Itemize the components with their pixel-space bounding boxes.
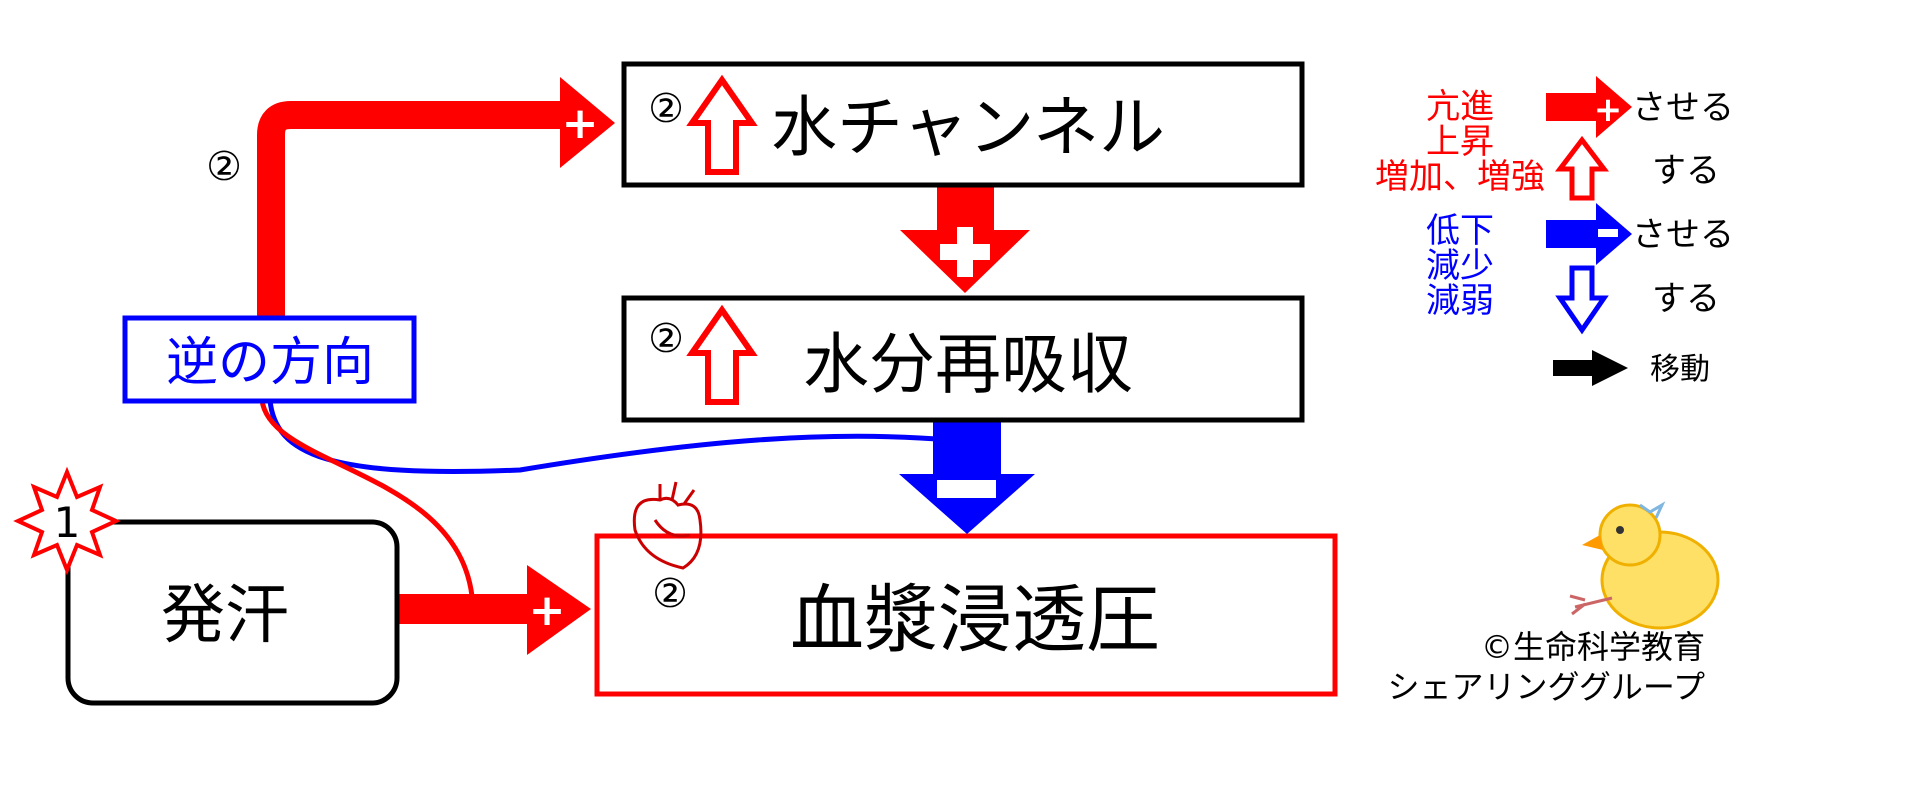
heart-icon	[632, 481, 703, 570]
box-sweating	[65, 519, 400, 706]
chick-mascot-icon	[1569, 501, 1720, 630]
legend-increase-suffix-do: する	[1652, 151, 1720, 191]
red-curve	[259, 399, 476, 611]
plus-sign-h	[940, 244, 990, 260]
red-shaft-sweat	[397, 594, 529, 624]
legend-decrease-word-2: 減少	[1426, 246, 1494, 286]
legend-decrease-word-1: 低下	[1426, 211, 1494, 251]
legend-decrease-suffix-cause: させる	[1632, 215, 1734, 255]
aquaporin-step: ②	[648, 86, 684, 132]
osmotic-label: 血漿浸透圧	[790, 577, 1160, 663]
sweating-label: 発汗	[161, 579, 289, 653]
legend-black-arrowhead	[1592, 350, 1628, 386]
plus-arrowhead-aquaporin	[560, 77, 615, 168]
legend-plus-sign: +	[1594, 90, 1623, 130]
legend-increase-suffix-cause: させる	[1632, 88, 1734, 128]
legend-minus-sign	[1598, 229, 1618, 237]
legend-blue-down-arrow	[1555, 265, 1609, 335]
start-starburst-icon	[13, 466, 121, 576]
legend-decrease-word-3: 減弱	[1426, 281, 1494, 321]
up-arrow-reabsorption	[686, 304, 758, 405]
legend: 亢進 上昇 増加、増強 + させる する 低下 減少 減弱 させる する 移動	[1375, 76, 1734, 387]
red-path-to-aquaporin	[257, 101, 565, 318]
minus-down-arrow	[899, 420, 1035, 534]
legend-increase-word-2: 上昇	[1426, 122, 1494, 162]
osmotic-step: ②	[652, 571, 688, 617]
legend-increase-word-1: 亢進	[1426, 87, 1494, 127]
legend-decrease-suffix-do: する	[1652, 279, 1720, 319]
credit-line-1: ©生命科学教育	[1481, 628, 1705, 666]
box-reverse-direction	[122, 315, 417, 404]
legend-increase-word-3: 増加、増強	[1375, 157, 1545, 197]
step-number-left-path: ②	[206, 144, 242, 190]
legend-black-shaft	[1553, 360, 1595, 376]
minus-sign	[937, 480, 996, 498]
up-arrow-aquaporin	[686, 74, 758, 175]
credit-line-2: シェアリンググループ	[1388, 668, 1705, 706]
legend-red-shaft	[1546, 93, 1598, 121]
start-badge-number: 1	[54, 498, 81, 547]
legend-red-up-arrow	[1554, 135, 1610, 201]
reverse-label: 逆の方向	[166, 333, 374, 393]
box-osmotic-pressure	[594, 533, 1338, 697]
legend-red-plus-arrowhead	[1596, 76, 1632, 138]
reabsorption-label: 水分再吸収	[803, 326, 1133, 403]
plus-sign-aquaporin: +	[562, 98, 599, 149]
legend-blue-shaft	[1546, 220, 1598, 248]
plus-arrowhead-sweat	[527, 565, 591, 655]
blue-curve	[267, 399, 951, 475]
aquaporin-label: 水チャンネル	[771, 89, 1165, 166]
legend-move-label: 移動	[1650, 352, 1710, 387]
plus-sign-sweat: +	[529, 585, 566, 636]
reabsorption-step: ②	[648, 316, 684, 362]
